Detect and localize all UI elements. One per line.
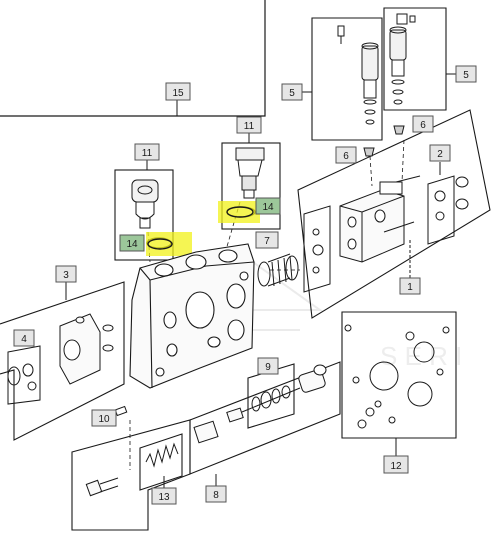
svg-text:S E R I: S E R I: [380, 341, 462, 371]
callout-5-left: 5: [281, 83, 303, 101]
callout-1: 1: [399, 277, 421, 295]
callout-label: 2: [437, 149, 443, 160]
solenoid-valve-left: [337, 25, 379, 125]
group-box-13: [139, 433, 183, 491]
callout-label: 5: [289, 88, 295, 99]
group-box-4: [7, 345, 41, 405]
callout-11-left: 11: [134, 143, 160, 161]
callout-12: 12: [383, 455, 409, 474]
group-box-15: [0, 0, 266, 117]
callout-14-right: 14: [255, 197, 281, 215]
bolt: [85, 477, 119, 497]
callout-label: 10: [98, 414, 110, 425]
callout-label: 14: [262, 202, 274, 213]
group-box-3: [0, 281, 125, 441]
highlight-right: [218, 201, 260, 223]
seal-kit-part-9: [251, 385, 291, 412]
cartridge-part-11-left: [131, 179, 159, 229]
callout-label: 12: [390, 461, 402, 472]
group-box-5-left: [311, 17, 383, 141]
callout-13: 13: [151, 487, 177, 505]
cartridge-part-11-right: [235, 147, 265, 199]
callout-label: 6: [343, 151, 349, 162]
callout-9: 9: [257, 357, 279, 375]
callout-5-right: 5: [455, 65, 477, 83]
valve-section-part-1: [339, 175, 421, 263]
callout-label: 6: [420, 120, 426, 131]
callout-2: 2: [429, 144, 451, 162]
spring-part-7: [257, 253, 299, 287]
group-box-11-right: [221, 142, 281, 230]
callout-label: 15: [172, 88, 184, 99]
group-box-5-right: [383, 7, 447, 111]
end-cover-part-3: [59, 313, 114, 385]
callout-label: 7: [264, 236, 270, 247]
group-box-9: [247, 363, 295, 429]
callout-15: 15: [165, 82, 191, 101]
callout-7: 7: [255, 231, 279, 249]
callout-label: 11: [142, 148, 153, 159]
group-box-12: [341, 311, 457, 439]
callout-14-left: 14: [119, 234, 145, 252]
solenoid-valve-right: [389, 13, 416, 105]
callout-10: 10: [91, 409, 117, 427]
callout-11-right: 11: [236, 116, 262, 134]
seal-part-4: [7, 363, 37, 391]
callout-8: 8: [205, 485, 227, 503]
screw-part-10: [114, 405, 128, 417]
group-box-1: [297, 109, 491, 319]
callout-3: 3: [55, 265, 77, 283]
gasket-part-2: [303, 175, 469, 293]
group-box-11-left: [114, 169, 174, 261]
callout-4: 4: [13, 329, 35, 347]
callout-label: 1: [407, 282, 413, 293]
callout-6-left: 6: [335, 146, 357, 164]
spool-part-8: [193, 364, 327, 444]
plug-part-6: [363, 125, 405, 157]
o-ring-14-right-overlay: [226, 206, 254, 218]
callout-label: 11: [244, 121, 255, 132]
callout-label: 9: [265, 362, 271, 373]
group-box-bolt: [71, 419, 191, 531]
callout-6-right: 6: [412, 115, 434, 133]
callout-label: 14: [126, 239, 138, 250]
o-ring-14-left-overlay: [147, 238, 173, 250]
callout-label: 8: [213, 490, 219, 501]
callout-label: 13: [158, 492, 170, 503]
callout-label: 3: [63, 270, 69, 281]
main-valve-body: [129, 243, 255, 389]
callout-label: 5: [463, 70, 469, 81]
callout-label: 4: [21, 334, 27, 345]
spring-part-13: [145, 442, 179, 468]
gasket-part-12: [344, 324, 450, 429]
highlight-left: [146, 232, 192, 256]
